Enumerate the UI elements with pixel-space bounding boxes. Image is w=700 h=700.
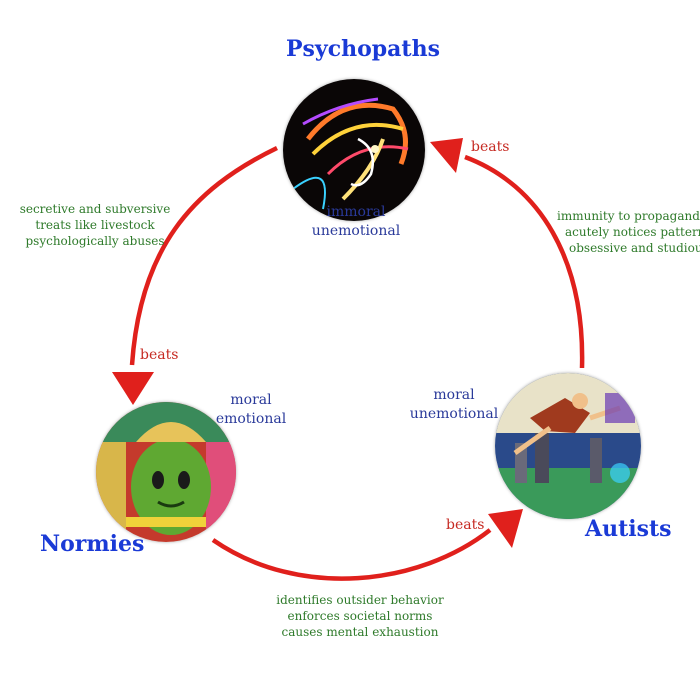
arrowhead-psychopaths [430,138,463,173]
trait-label: unemotional [409,406,499,422]
reason-line: obsessive and studious [569,241,700,255]
edge-label-normies-autists: beats [446,517,485,533]
arrowhead-normies [112,372,154,405]
arrow-autists-to-psychopaths [464,154,585,369]
arrow-psychopaths-to-normies [129,145,278,366]
psychopath-art-icon [283,79,425,221]
traits-autists: moral unemotional [404,386,504,424]
reason-line: immunity to propaganda [557,209,700,223]
node-image-autists [495,373,641,519]
edge-label-autists-psychopaths: beats [471,139,510,155]
node-image-psychopaths [283,79,425,221]
autist-art-icon [495,373,641,519]
reason-line: enforces societal norms [287,609,433,623]
reason-line: acutely notices patterns [565,225,700,239]
node-title-psychopaths: Psychopaths [286,36,440,62]
node-title-normies: Normies [40,531,145,557]
trait-label: immoral [326,204,386,220]
trait-label: unemotional [311,223,401,239]
edge-reasons-psychopaths-normies: secretive and subversive treats like liv… [10,201,180,249]
trait-label: moral [433,387,475,403]
reason-line: identifies outsider behavior [276,593,444,607]
reason-line: causes mental exhaustion [281,625,439,639]
traits-normies: moral emotional [208,391,294,429]
arrow-normies-to-autists [211,528,492,581]
traits-psychopaths: immoral unemotional [306,203,406,241]
trait-label: emotional [215,411,287,427]
node-image-normies [96,402,236,542]
edge-label-psychopaths-normies: beats [140,347,179,363]
normie-art-icon [96,402,236,542]
edge-reasons-autists-psychopaths: immunity to propaganda acutely notices p… [557,208,700,256]
reason-line: psychologically abuses [25,234,165,248]
reason-line: secretive and subversive [19,202,171,216]
node-title-autists: Autists [585,516,672,542]
trait-label: moral [230,392,272,408]
arrowhead-autists [488,509,523,548]
reason-line: treats like livestock [35,218,155,232]
edge-reasons-normies-autists: identifies outsider behavior enforces so… [270,592,450,640]
